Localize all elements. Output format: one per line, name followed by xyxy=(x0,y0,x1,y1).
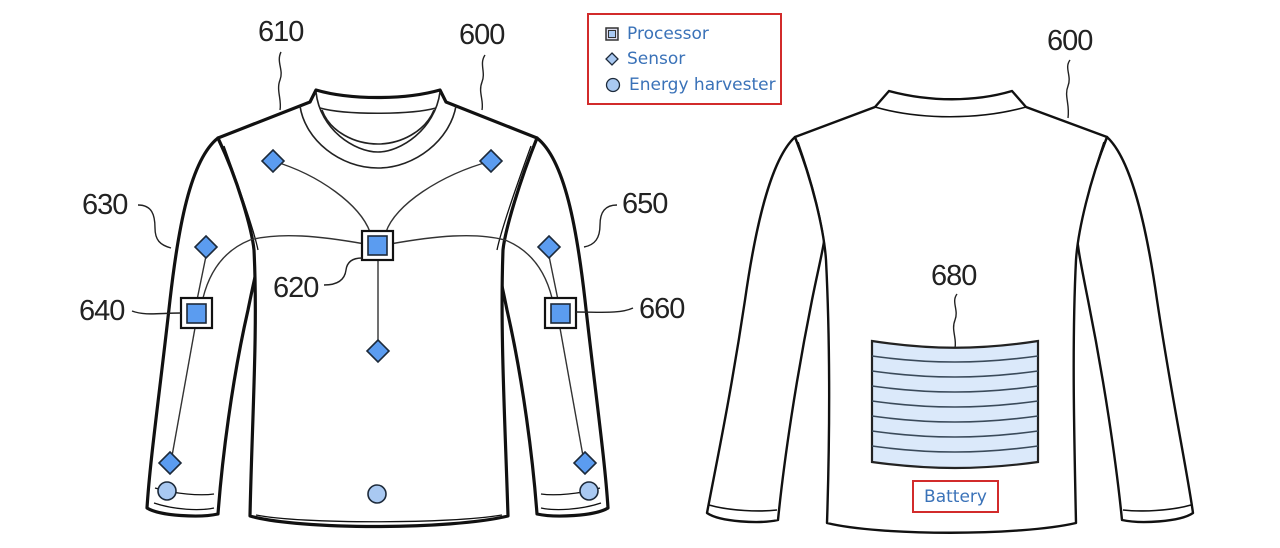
sensor-diamond-icon xyxy=(157,450,183,476)
legend-label-energy-harvester: Energy harvester xyxy=(629,75,776,95)
energy-harvester-circle-icon xyxy=(367,484,387,504)
front-collar xyxy=(315,91,441,153)
sensor-diamond-icon xyxy=(478,148,504,174)
sensor-diamond-icon xyxy=(572,450,598,476)
energy-harvester-circle-icon xyxy=(605,77,621,93)
processor-660 xyxy=(543,296,578,330)
back-reference-labels: 600 680 xyxy=(931,25,1093,349)
energy-harvester-circle-icon xyxy=(157,481,177,501)
legend-label-processor: Processor xyxy=(627,24,709,44)
sensor-diamond-icon xyxy=(193,234,219,260)
ref-600-back: 600 xyxy=(1047,25,1092,57)
sensors xyxy=(157,148,598,476)
legend-item-sensor: Sensor xyxy=(605,49,685,69)
legend-item-energy-harvester: Energy harvester xyxy=(605,75,776,95)
flexible-battery xyxy=(870,339,1040,470)
ref-620: 620 xyxy=(273,272,318,304)
legend-label-sensor: Sensor xyxy=(627,49,686,69)
ref-600-front: 600 xyxy=(459,19,504,51)
ref-650: 650 xyxy=(622,188,667,220)
processor-640 xyxy=(179,296,214,330)
ref-640: 640 xyxy=(79,295,124,327)
ref-660: 660 xyxy=(639,293,684,325)
energy-harvesters xyxy=(157,481,599,504)
sensor-diamond-icon xyxy=(365,338,391,364)
legend: Processor Sensor Energy harvester xyxy=(587,13,782,105)
ref-630: 630 xyxy=(82,189,127,221)
front-wiring xyxy=(171,160,584,457)
ref-610: 610 xyxy=(258,16,303,48)
sensor-diamond-icon xyxy=(536,234,562,260)
ref-680: 680 xyxy=(931,260,976,292)
energy-harvester-circle-icon xyxy=(579,481,599,501)
sensor-diamond-icon xyxy=(605,52,619,66)
sensor-diamond-icon xyxy=(260,148,286,174)
back-right-sleeve xyxy=(1074,135,1195,524)
processor-620 xyxy=(360,229,395,262)
battery-label: Battery xyxy=(912,480,999,513)
legend-item-processor: Processor xyxy=(605,24,709,44)
processor-square-icon xyxy=(605,27,619,41)
front-reference-labels: 610 600 630 640 620 650 660 xyxy=(79,16,685,327)
back-left-sleeve xyxy=(705,135,828,524)
